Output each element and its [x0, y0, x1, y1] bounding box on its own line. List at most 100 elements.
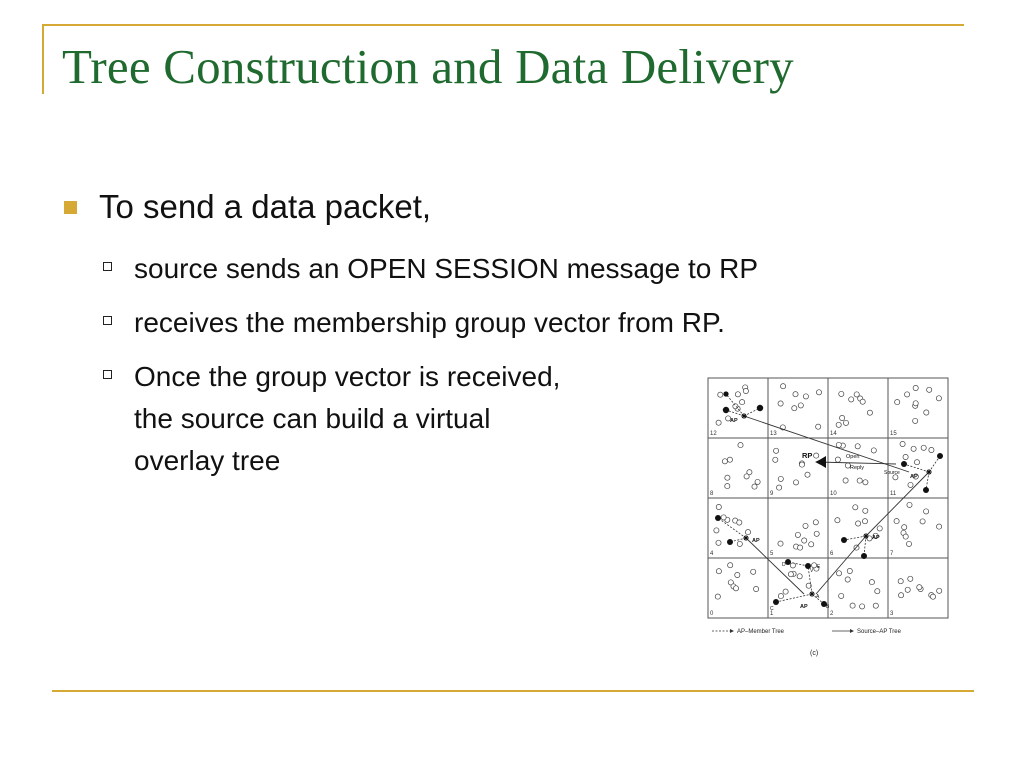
- hollow-node: [777, 593, 784, 600]
- hollow-node: [715, 539, 722, 546]
- hollow-node: [772, 456, 779, 463]
- hollow-node: [838, 390, 845, 397]
- hollow-node: [745, 529, 751, 536]
- hollow-node: [796, 573, 803, 580]
- hollow-node: [792, 391, 799, 398]
- node-e-label: E: [817, 564, 821, 570]
- hollow-node: [733, 585, 739, 592]
- square-bullet-icon: [64, 200, 77, 214]
- cell-number: 4: [710, 551, 714, 557]
- hollow-node: [846, 568, 853, 574]
- hollow-node: [912, 473, 919, 480]
- hollow-node: [904, 391, 911, 398]
- hollow-node: [910, 445, 917, 452]
- cell-number: 13: [770, 431, 777, 437]
- hollow-node: [936, 587, 943, 594]
- hollow-node: [838, 592, 845, 599]
- hollow-node: [835, 441, 842, 448]
- hollow-node: [780, 383, 787, 390]
- hollow-node: [715, 504, 722, 510]
- sub-bullet-3: Once the group vector is received, the s…: [103, 356, 560, 482]
- hollow-node: [854, 443, 861, 450]
- hollow-node: [773, 447, 780, 454]
- ap-label: AP: [872, 535, 880, 541]
- hollow-node: [734, 572, 741, 578]
- source-ap-tree-lines: [743, 415, 930, 595]
- hollow-node: [816, 389, 822, 396]
- ap-label: AP: [752, 538, 760, 544]
- hollow-node: [906, 540, 912, 547]
- cell-number: 8: [710, 491, 714, 497]
- legend: AP–Member Tree Source–AP Tree (c): [712, 629, 902, 657]
- node-c-label: C: [770, 606, 774, 612]
- hollow-node: [935, 395, 942, 402]
- legend-arrow-icon: [730, 629, 734, 633]
- hollow-node: [720, 514, 727, 521]
- hollow-node: [894, 399, 901, 406]
- hollow-node: [912, 385, 919, 391]
- hollow-node: [848, 396, 855, 403]
- hollow-node: [872, 602, 879, 609]
- hollow-node: [812, 519, 819, 526]
- cell-number: 15: [890, 431, 897, 437]
- hollow-node: [912, 400, 919, 407]
- cell-number: 6: [830, 551, 834, 557]
- ap-label: AP: [800, 604, 808, 610]
- hollow-node: [715, 568, 722, 575]
- member-nodes: [715, 391, 943, 607]
- hollow-node: [872, 532, 879, 539]
- sub-bullet-2-text: receives the membership group vector fro…: [134, 307, 725, 338]
- cell-number: 0: [710, 611, 714, 617]
- hollow-node: [839, 415, 846, 421]
- hollow-node: [713, 527, 720, 534]
- hollow-node: [811, 562, 818, 569]
- hollow-node: [777, 475, 784, 482]
- hollow-node: [901, 524, 908, 531]
- hollow-node: [930, 593, 936, 600]
- hollow-square-bullet-icon: [103, 262, 112, 271]
- hollow-node: [859, 398, 866, 405]
- reply-label: Reply: [850, 465, 864, 471]
- hollow-node: [791, 405, 798, 412]
- hollow-node: [804, 471, 811, 478]
- hollow-node: [923, 409, 930, 416]
- hollow-node: [777, 400, 784, 407]
- hollow-node: [920, 444, 927, 451]
- hollow-node: [746, 469, 753, 476]
- hollow-node: [801, 537, 808, 544]
- hollow-node: [835, 421, 842, 428]
- hollow-node: [813, 452, 820, 459]
- ap-label: AP: [910, 474, 918, 480]
- hollow-node: [793, 479, 799, 486]
- hollow-node: [834, 517, 841, 524]
- hollow-node: [797, 544, 804, 551]
- hollow-node: [776, 484, 783, 491]
- hollow-node: [724, 483, 731, 490]
- hollow-square-bullet-icon: [103, 316, 112, 325]
- node-b-label: B: [826, 604, 830, 610]
- sub-bullet-1: source sends an OPEN SESSION message to …: [103, 248, 758, 290]
- hollow-node: [870, 447, 877, 454]
- hollow-node: [862, 507, 869, 514]
- hollow-node: [866, 409, 873, 416]
- bullet-main-text: To send a data packet,: [99, 188, 432, 225]
- slide-title: Tree Construction and Data Delivery: [62, 39, 794, 94]
- cell-number: 11: [890, 491, 897, 497]
- hollow-node: [936, 523, 943, 530]
- hollow-node: [714, 593, 721, 600]
- hollow-node: [859, 603, 866, 610]
- grid-diagram: 12 13 14 15 8 9 10 11 4 5 6 7 0 1 2 3: [707, 377, 949, 657]
- hollow-node: [892, 474, 899, 481]
- cell-number: 9: [770, 491, 774, 497]
- hollow-node: [843, 419, 849, 426]
- cell-number: 10: [830, 491, 837, 497]
- hollow-node: [907, 481, 914, 488]
- rp-arrow-icon: [816, 456, 826, 468]
- legend-source-ap-tree: Source–AP Tree: [857, 629, 902, 635]
- sub-bullet-3-text: Once the group vector is received, the s…: [134, 356, 560, 482]
- hollow-node: [802, 522, 809, 529]
- cell-number: 7: [890, 551, 894, 557]
- hollow-node: [753, 586, 760, 592]
- hollow-node: [874, 588, 881, 595]
- hollow-node: [802, 393, 809, 400]
